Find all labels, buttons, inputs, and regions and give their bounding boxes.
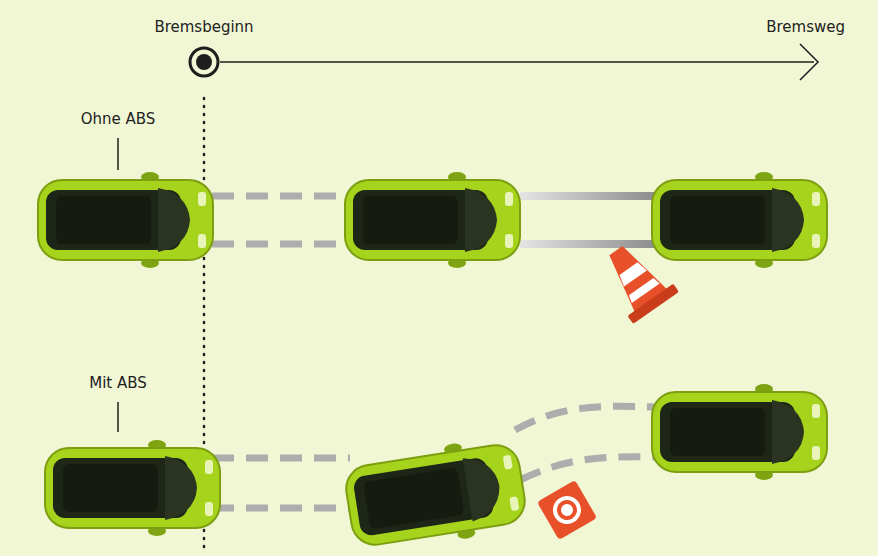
row-label: Ohne ABS: [81, 110, 156, 128]
axis-label: Bremsweg: [766, 18, 845, 36]
row-label: Mit ABS: [89, 374, 147, 392]
start-label: Bremsbeginn: [154, 18, 253, 36]
